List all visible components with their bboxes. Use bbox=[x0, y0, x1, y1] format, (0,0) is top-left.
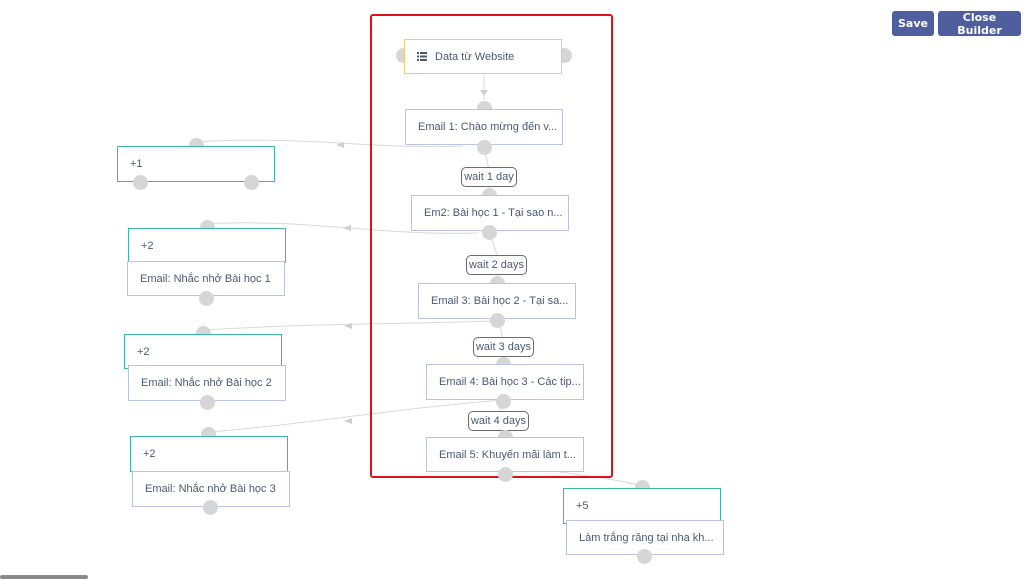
condition-count: +1 bbox=[130, 158, 143, 170]
selection-highlight bbox=[370, 14, 613, 478]
condition-count: +2 bbox=[141, 239, 154, 252]
branch-2-output-handle[interactable] bbox=[199, 291, 214, 306]
reminder-email-label: Email: Nhắc nhở Bài học 1 bbox=[140, 272, 271, 285]
email-node-5[interactable]: Email 5: Khuyến mãi làm t... bbox=[426, 437, 584, 472]
email-1-output-handle[interactable] bbox=[477, 140, 492, 155]
condition-count: +2 bbox=[137, 345, 150, 358]
email-node-label: Email 3: Bài học 2 - Tại sa... bbox=[431, 295, 569, 307]
email-node-label: Email 5: Khuyến mãi làm t... bbox=[439, 448, 576, 461]
email-2-output-handle[interactable] bbox=[482, 225, 497, 240]
condition-node[interactable]: +2 bbox=[124, 334, 282, 369]
condition-node[interactable]: +5 bbox=[563, 488, 721, 524]
source-node-data-website[interactable]: Data từ Website bbox=[404, 39, 562, 74]
list-icon bbox=[417, 52, 427, 61]
wait-badge[interactable]: wait 4 days bbox=[468, 411, 529, 431]
reminder-email-node[interactable]: Email: Nhắc nhở Bài học 1 bbox=[127, 261, 285, 296]
condition-count: +2 bbox=[143, 448, 156, 460]
email-node-4[interactable]: Email 4: Bài học 3 - Các tip... bbox=[426, 364, 584, 400]
branch-1-left-output[interactable] bbox=[133, 175, 148, 190]
branch-3-output-handle[interactable] bbox=[200, 395, 215, 410]
branch-5-output-handle[interactable] bbox=[637, 549, 652, 564]
condition-count: +5 bbox=[576, 500, 589, 512]
email-node-1[interactable]: Email 1: Chào mừng đến v... bbox=[405, 109, 563, 145]
wait-badge[interactable]: wait 2 days bbox=[466, 255, 527, 275]
condition-node[interactable]: +2 bbox=[128, 228, 286, 263]
reminder-email-label: Email: Nhắc nhở Bài học 3 bbox=[145, 483, 276, 495]
wait-badge[interactable]: wait 1 day bbox=[461, 167, 517, 187]
source-node-label: Data từ Website bbox=[435, 50, 515, 63]
reminder-email-node[interactable]: Email: Nhắc nhở Bài học 3 bbox=[132, 471, 290, 507]
wait-badge[interactable]: wait 3 days bbox=[473, 337, 534, 357]
email-node-label: Email 4: Bài học 3 - Các tip... bbox=[439, 376, 581, 388]
branch-4-output-handle[interactable] bbox=[203, 500, 218, 515]
email-3-output-handle[interactable] bbox=[490, 313, 505, 328]
email-4-output-handle[interactable] bbox=[496, 394, 511, 409]
email-node-label: Em2: Bài học 1 - Tại sao n... bbox=[424, 207, 563, 219]
branch-1-right-output[interactable] bbox=[244, 175, 259, 190]
save-button[interactable]: Save bbox=[892, 11, 934, 36]
email-node-label: Email 1: Chào mừng đến v... bbox=[418, 121, 558, 133]
email-5-output-handle[interactable] bbox=[498, 467, 513, 482]
horizontal-scrollbar[interactable] bbox=[0, 575, 88, 579]
condition-node[interactable]: +2 bbox=[130, 436, 288, 472]
reminder-email-label: Email: Nhắc nhở Bài học 2 bbox=[141, 377, 272, 389]
close-builder-button[interactable]: Close Builder bbox=[938, 11, 1021, 37]
reminder-email-node[interactable]: Email: Nhắc nhở Bài học 2 bbox=[128, 365, 286, 401]
promo-email-label: Làm trắng răng tại nha kh... bbox=[579, 531, 714, 544]
